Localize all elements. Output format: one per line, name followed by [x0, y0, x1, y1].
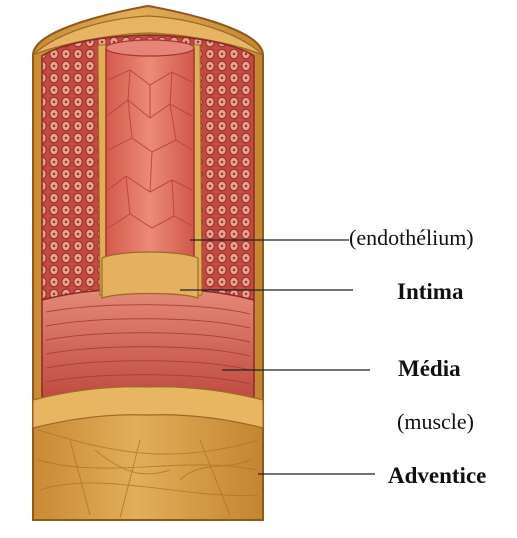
label-media: Média [398, 357, 461, 380]
label-adventice: Adventice [388, 464, 486, 487]
lumen-opening [106, 40, 194, 56]
intima-cut-step [102, 252, 198, 298]
label-endothelium: (endothélium) [349, 227, 474, 249]
media-cut-face [42, 289, 254, 398]
label-muscle: (muscle) [397, 411, 474, 433]
label-intima: Intima [397, 280, 463, 303]
